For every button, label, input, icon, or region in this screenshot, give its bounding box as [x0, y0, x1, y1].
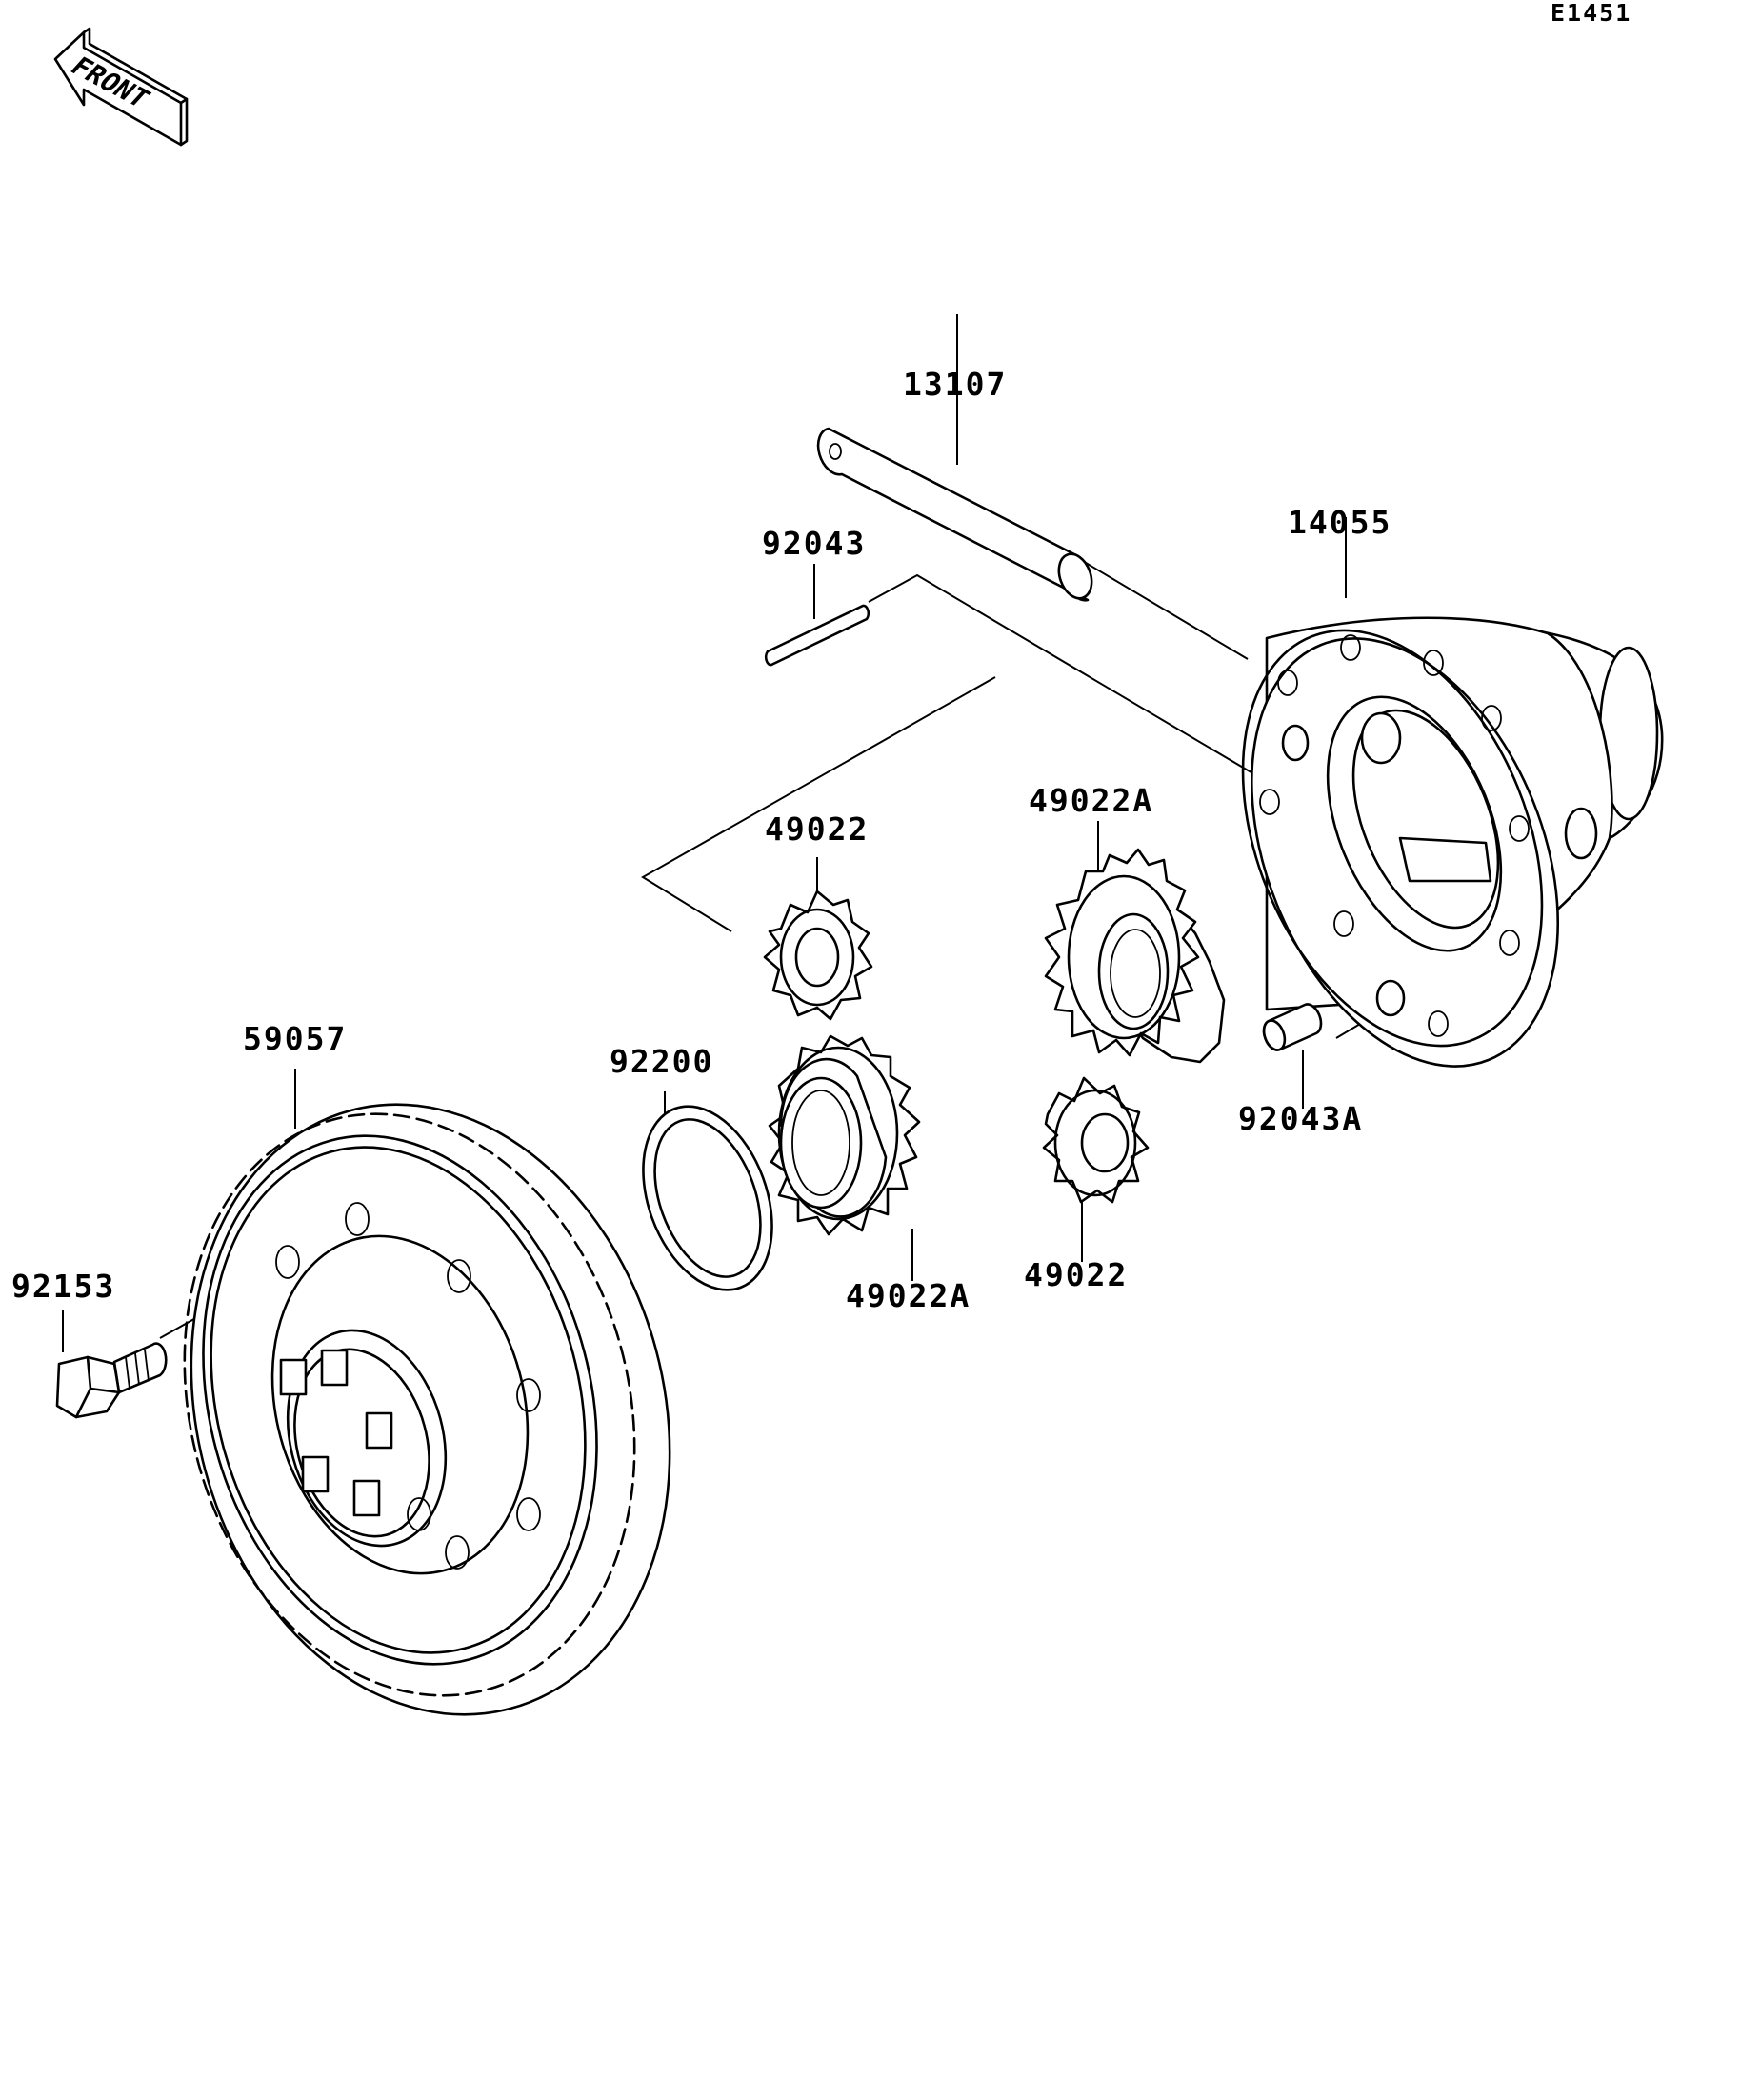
pinion-gear-49022-upper	[763, 890, 873, 1021]
label-13107: 13107	[903, 366, 1007, 403]
label-92153: 92153	[11, 1268, 115, 1305]
label-92043A: 92043A	[1238, 1100, 1363, 1137]
label-59057: 59057	[243, 1020, 347, 1057]
part-labels: 13107 92043 14055 49022 49022A 59057 922…	[11, 366, 1391, 1314]
pin-92043	[764, 604, 870, 667]
diagram-code: E1451	[1551, 0, 1631, 27]
side-gear-49022A-lower	[768, 1034, 921, 1236]
pinion-gear-49022-lower	[1042, 1076, 1150, 1204]
label-49022-lower: 49022	[1024, 1256, 1128, 1293]
bolt-holes	[1259, 634, 1530, 1037]
ring-gear-59057	[183, 1103, 671, 1716]
label-49022-upper: 49022	[765, 810, 869, 848]
front-arrow-icon: FRONT	[53, 27, 189, 147]
label-92043: 92043	[762, 525, 866, 562]
label-49022A-upper: 49022A	[1029, 782, 1153, 819]
differential-case-14055	[1241, 616, 1664, 1068]
side-gear-49022A-upper	[1044, 848, 1226, 1064]
ring-gear-bolt-holes	[275, 1202, 541, 1570]
label-49022A-lower: 49022A	[846, 1277, 971, 1314]
shaft-13107	[816, 427, 1093, 602]
dowel-92043A	[1262, 1003, 1323, 1051]
label-92200: 92200	[610, 1043, 713, 1080]
washer-92200	[642, 1105, 773, 1291]
label-14055: 14055	[1288, 504, 1391, 541]
bolt-92153	[55, 1342, 168, 1419]
